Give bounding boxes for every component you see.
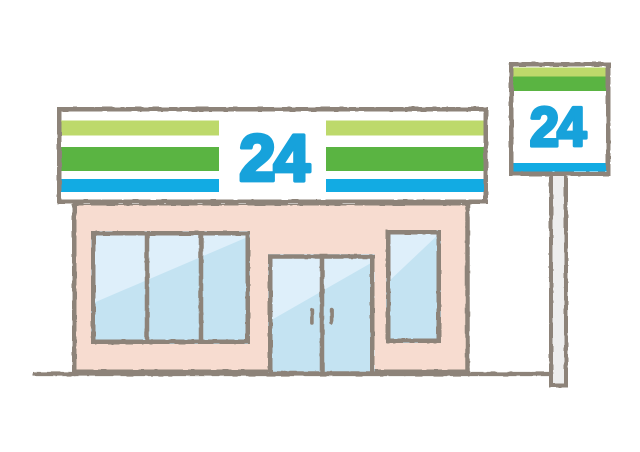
svg-text:24: 24 <box>239 120 310 194</box>
svg-text:24: 24 <box>530 97 587 158</box>
